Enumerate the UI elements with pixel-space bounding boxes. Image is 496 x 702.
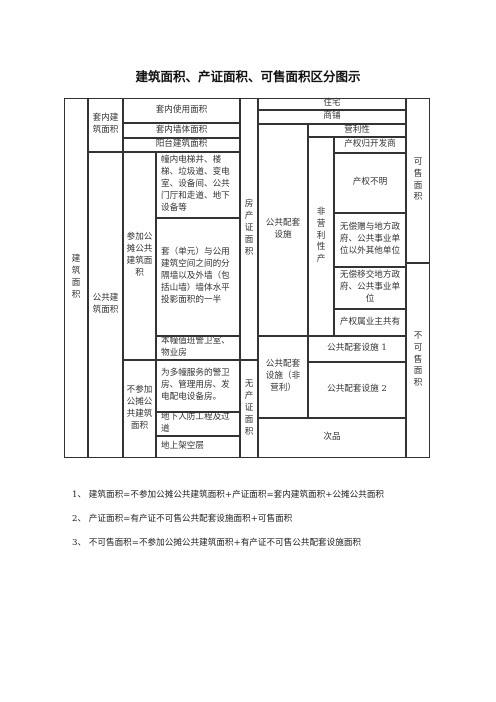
cell-canjia-fentan: 参加公摊公共建筑面积 [123,152,156,360]
cell-gonggong-peitao: 公共配套设施 [258,124,308,336]
cell-wuchang-zengyu: 无偿赠与地方政府、公共事业单位以外其他单位 [334,213,406,267]
cell-dixia-renfang: 地下人防工程及过道 [156,412,240,436]
notes-list: 1、 建筑面积=不参加公摊公共建筑面积+产证面积=套内建筑面积+公摊公共面积 2… [72,488,432,560]
page-title: 建筑面积、产证面积、可售面积区分图示 [135,69,361,84]
cell-peitao-2: 公共配套设施 2 [308,362,406,418]
cell-dishang-jiakong: 地上架空层 [156,436,240,458]
note-item: 1、 建筑面积=不参加公摊公共建筑面积+产证面积=套内建筑面积+公摊公共面积 [72,490,385,500]
cell-fang-chanzheng: 房产证面积 [240,98,258,360]
cell-duozhuang-fuwu: 为多幢服务的警卫房、管理用房、发电配电设备房。 [156,360,240,412]
cell-peitao-1: 公共配套设施 1 [308,336,406,362]
cell-yangtai: 阳台建筑面积 [123,138,240,152]
cell-taonei-qiangti: 套内墙体面积 [123,123,240,138]
cell-zhuangnei-dianti: 幢内电梯井、楼梯、垃圾道、变电室、设备间、公共门厅和走道、地下设备等 [156,152,240,218]
cell-chanquan-gongyou: 产权属业主共有 [334,309,406,336]
cell-taonei-shiyong: 套内使用面积 [123,98,240,123]
cell-zhuzhai: 住宅 [258,98,406,110]
cell-fei-yingli: 非营利性产 [308,137,334,336]
cell-chanquan-kaifa: 产权归开发商 [334,137,406,153]
note-item: 2、 产证面积=有产证不可售公共配套设施面积+可售面积 [72,514,293,525]
cell-gonggong-jianzhu-mianji: 公共建筑面积 [88,152,123,458]
cell-taonei-jianzhu-mianji: 套内建筑面积 [88,98,123,152]
cell-wu-chanzheng: 无产证面积 [240,360,258,458]
cell-jianzhu-mianji: 建筑面积 [64,98,88,458]
cell-gonggong-peitao-fei: 公共配套设施（非营利） [258,336,308,418]
cell-shangpu: 商铺 [258,110,406,124]
cell-wuchang-yijiao: 无偿移交地方政府、公共事业单位 [334,267,406,309]
cell-bukesho: 不可售面积 [406,263,430,458]
cell-kesho: 可售面积 [406,98,430,263]
note-item: 3、 不可售面积=不参加公摊公共建筑面积+有产证不可售公共配套设施面积 [72,538,362,549]
cell-yingli-xing: 营利性 [308,124,406,137]
cell-tao-danyuan: 套（单元）与公用建筑空间之间的分隔墙以及外墙（包括山墙）墙体水平投影面积的一半 [156,218,240,336]
cell-cipin: 次品 [258,418,406,458]
cell-bucanjia-fentan: 不参加公摊公共建筑面积 [123,360,156,458]
cell-chanquan-buming: 产权不明 [334,153,406,213]
cell-benzhuang-zhiban: 本幢值班警卫室、物业房 [156,336,240,360]
